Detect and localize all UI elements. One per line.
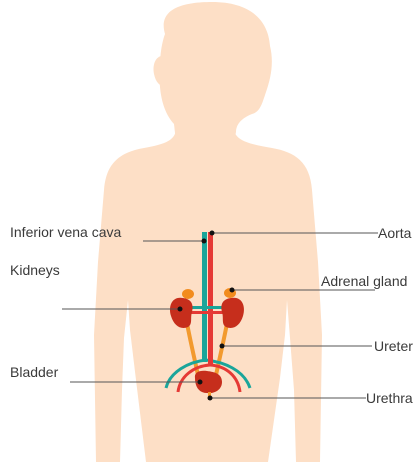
label-kidneys: Kidneys [10,262,60,278]
dot-ureter [220,344,225,349]
label-aorta: Aorta [378,225,411,241]
dot-aorta [210,231,215,236]
label-adrenal-gland: Adrenal gland [321,273,407,289]
label-ureter: Ureter [374,338,413,354]
adrenal-gland-left [182,289,194,299]
dot-adrenal-gland [230,288,235,293]
head [160,2,272,142]
label-inferior-vena-cava: Inferior vena cava [10,224,121,240]
label-urethra: Urethra [366,390,413,406]
ear [154,56,169,87]
dot-bladder [198,380,203,385]
label-bladder: Bladder [10,364,58,380]
inferior-vena-cava-vessel [202,232,207,362]
aorta-vessel [208,232,213,366]
dot-inferior-vena-cava [202,239,207,244]
dot-urethra [208,396,213,401]
dot-kidneys [178,307,183,312]
